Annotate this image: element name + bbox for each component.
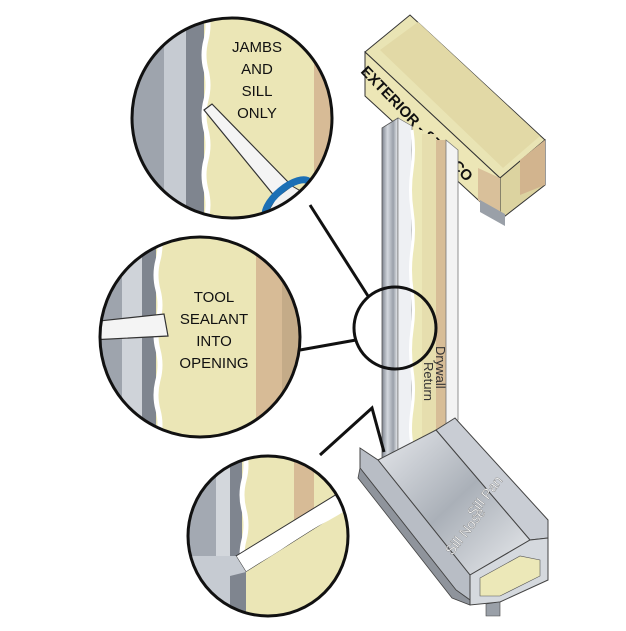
jambs-line4: ONLY xyxy=(237,105,277,122)
callout-tool-sealant: TOOL SEALANT INTO OPENING xyxy=(98,235,302,439)
leader-mid xyxy=(299,338,357,352)
tool-line3: INTO xyxy=(196,333,232,350)
callout-jambs-sill: JAMBS AND SILL ONLY xyxy=(130,16,334,220)
focus-circle xyxy=(352,285,438,371)
callout-sill-corner xyxy=(186,454,350,618)
drywall-return-label-group: Drywall Return xyxy=(421,346,448,401)
jambs-line1: JAMBS xyxy=(232,39,282,56)
tool-line4: OPENING xyxy=(179,355,248,372)
leader-top xyxy=(308,204,370,297)
leader-lines xyxy=(299,204,386,457)
leader-bot xyxy=(318,405,386,457)
jambs-line3: SILL xyxy=(242,83,273,100)
tooling-blade xyxy=(100,313,169,341)
drywall-label-line2: Return xyxy=(421,362,436,401)
drywall-label-line1: Drywall xyxy=(433,346,448,389)
jambs-line2: AND xyxy=(241,61,273,78)
tool-line2: SEALANT xyxy=(180,311,248,328)
tool-line1: TOOL xyxy=(194,289,235,306)
sill-pan xyxy=(357,417,549,617)
